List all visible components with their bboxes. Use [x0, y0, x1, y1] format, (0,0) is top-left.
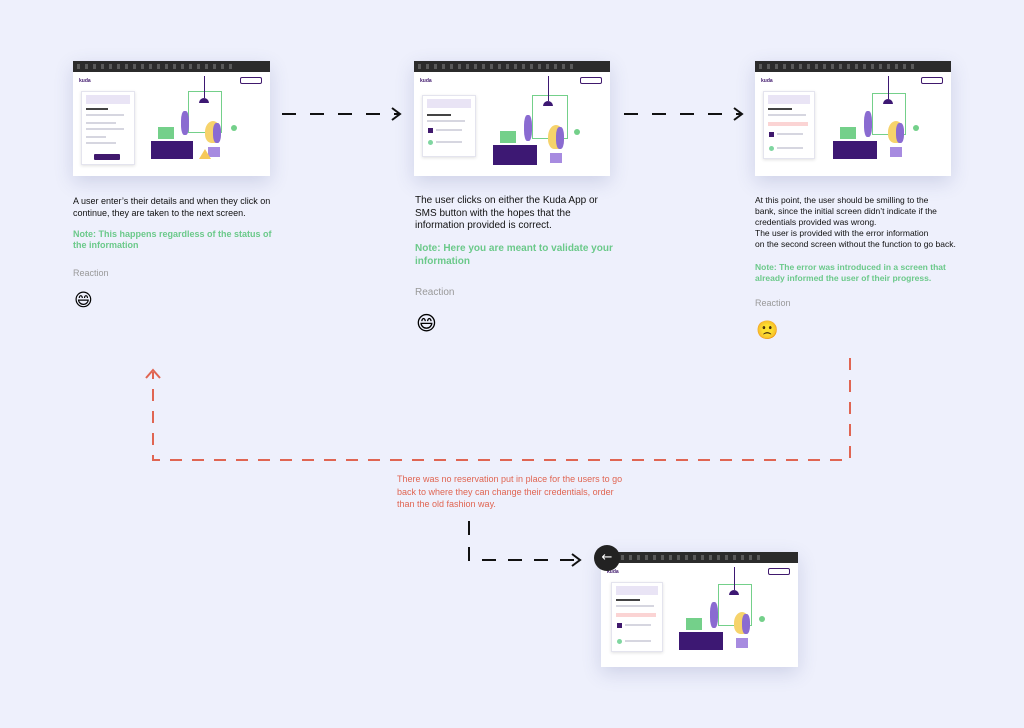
- validate-error-card: [611, 582, 663, 652]
- step2-reaction-emoji: 😄: [416, 311, 437, 335]
- loop-back-arrow: [145, 358, 851, 461]
- step3-reaction-emoji: 🙁: [756, 320, 779, 341]
- screen-validate-error: kuda: [755, 61, 951, 176]
- browser-chrome: [755, 61, 951, 72]
- step3-reaction-label: Reaction: [755, 298, 791, 308]
- continue-button: [94, 154, 120, 160]
- top-button: [580, 77, 602, 84]
- step3-description-line: credentials provided was wrong.: [755, 217, 877, 227]
- step3-description-line: on the second screen without the functio…: [755, 239, 956, 249]
- kuda-logo: kuda: [79, 78, 91, 84]
- error-banner: [768, 122, 808, 126]
- step1-note: Note: This happens regardless of the sta…: [73, 229, 272, 250]
- step3-description-line: bank, since the initial screen didn’t in…: [755, 206, 937, 216]
- kuda-logo: kuda: [420, 78, 432, 84]
- top-button: [240, 77, 262, 84]
- sign-in-card: [81, 91, 135, 165]
- screen-sign-in: kuda: [73, 61, 270, 176]
- validate-error-card: [763, 91, 815, 159]
- arrow-to-error-screen: [468, 521, 582, 567]
- browser-chrome: [414, 61, 610, 72]
- validate-card: [422, 95, 476, 157]
- error-banner: [616, 613, 656, 617]
- step2-note: Note: Here you are meant to validate you…: [415, 243, 613, 267]
- step3-description: At this point, the user should be smilli…: [755, 195, 965, 250]
- step1-reaction-emoji: 😄: [74, 290, 93, 311]
- browser-chrome: [601, 552, 798, 563]
- step3-description-line: The user is provided with the error info…: [755, 228, 929, 238]
- step1-description: A user enter’s their details and when th…: [73, 196, 271, 218]
- step3-description-line: At this point, the user should be smilli…: [755, 195, 929, 205]
- kuda-logo: kuda: [761, 78, 773, 84]
- screen-error-with-back: kuda: [601, 552, 798, 667]
- browser-chrome: [73, 61, 270, 72]
- top-button: [768, 568, 790, 575]
- kuda-logo: kuda: [607, 569, 619, 575]
- arrow-step2-to-step3: [624, 107, 744, 121]
- step3-note: Note: The error was introduced in a scre…: [755, 262, 946, 283]
- step1-reaction-label: Reaction: [73, 268, 109, 278]
- feedback-text: There was no reservation put in place fo…: [397, 474, 623, 509]
- arrow-step1-to-step2: [282, 107, 402, 121]
- back-arrow-icon[interactable]: ←: [594, 545, 620, 571]
- screen-validate: kuda: [414, 61, 610, 176]
- top-button: [921, 77, 943, 84]
- step2-description: The user clicks on either the Kuda App o…: [415, 195, 598, 231]
- step2-reaction-label: Reaction: [415, 287, 455, 298]
